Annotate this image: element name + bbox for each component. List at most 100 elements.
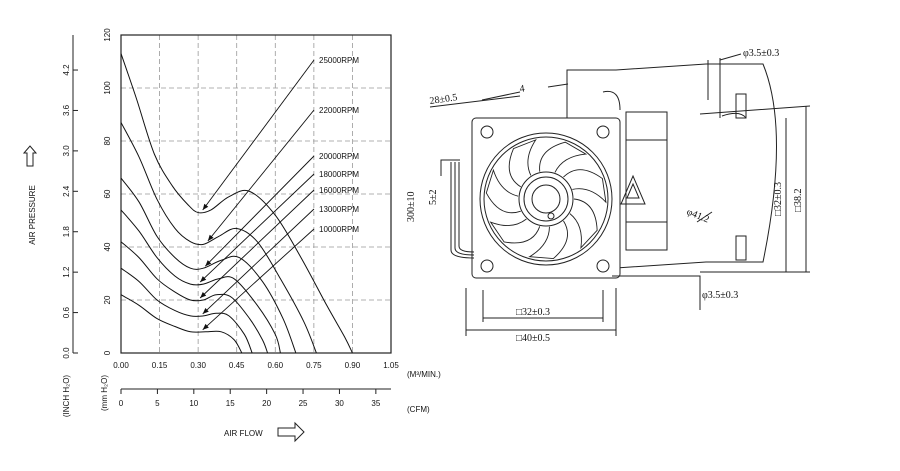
rpm-curves xyxy=(120,53,353,354)
lead-wire-1 xyxy=(450,162,475,259)
mount-hole-tr xyxy=(596,125,610,139)
fan-blade xyxy=(528,220,568,260)
leader-line xyxy=(204,155,315,267)
x-tick-label: 0.30 xyxy=(190,361,206,370)
fan-blade xyxy=(485,168,521,214)
y2-tick-label: 4.2 xyxy=(62,64,71,76)
lead-wire-3 xyxy=(458,162,475,253)
hub-center xyxy=(531,184,561,214)
leader-diameter xyxy=(696,211,713,223)
hub-dot xyxy=(547,212,555,220)
x2-tick-label: 25 xyxy=(299,399,308,408)
x-tick-label: 0.90 xyxy=(345,361,361,370)
dim-text-8: φ3.5±0.3 xyxy=(702,290,738,301)
dim-bottom-extensions xyxy=(465,288,617,336)
y-tick-label: 120 xyxy=(103,28,112,42)
rpm-curve-13000RPM xyxy=(120,267,253,354)
rpm-curve-18000RPM xyxy=(120,209,281,354)
leader-line xyxy=(207,109,315,242)
x2-tick-label: 15 xyxy=(226,399,235,408)
y-tick-label: 20 xyxy=(103,295,112,304)
leader-hole-top xyxy=(719,53,742,61)
dim-depth-line xyxy=(481,83,569,101)
dim-text-2: 4 xyxy=(519,83,525,95)
arrow-head-icon xyxy=(205,260,212,267)
dim-vertical-lines xyxy=(785,106,807,272)
x-axis-arrow-icon xyxy=(277,421,305,443)
hub-ring xyxy=(523,176,569,222)
dim-text-9: □32±0.3 xyxy=(516,307,550,318)
y2-tick-label: 0.0 xyxy=(62,347,71,359)
mount-hole-br xyxy=(596,259,610,273)
y-tick-label: 60 xyxy=(103,189,112,198)
fan-blade xyxy=(539,141,588,173)
y-axis-label: AIR PRESSURE xyxy=(28,185,37,245)
y2-tick-label: 3.6 xyxy=(62,104,71,116)
leader-line xyxy=(202,228,315,331)
rpm-curve-25000RPM xyxy=(120,53,353,354)
x-axis-label: AIR FLOW xyxy=(224,429,263,438)
x2-tick-label: 10 xyxy=(189,399,198,408)
logo-triangle-icon xyxy=(620,174,646,205)
y-tick-label: 40 xyxy=(103,242,112,251)
wire-dim-line xyxy=(440,159,460,176)
x2-tick-label: 20 xyxy=(262,399,271,408)
y-tick-label: 80 xyxy=(103,136,112,145)
dim-bottom-lines xyxy=(466,317,616,331)
dim-hole-top xyxy=(707,58,721,118)
dim-text-10: □40±0.5 xyxy=(516,333,550,344)
dim-depth-leader xyxy=(429,95,521,108)
fan-blade xyxy=(508,138,537,188)
series-label-13000RPM: 13000RPM xyxy=(319,205,359,214)
rpm-curve-22000RPM xyxy=(120,122,317,354)
dim-text-5: □32±0.3 xyxy=(773,182,784,216)
x-tick-label: 0.45 xyxy=(229,361,245,370)
dim-text-0: φ3.5±0.3 xyxy=(743,48,779,59)
fan-opening-inner xyxy=(483,136,609,262)
fan-blade xyxy=(563,169,607,204)
x-secondary-unit: (CFM) xyxy=(407,405,430,414)
rear-hole-bottom xyxy=(735,235,747,261)
series-label-22000RPM: 22000RPM xyxy=(319,106,359,115)
y2-tick-label: 2.4 xyxy=(62,185,71,197)
x-tick-label: 0.75 xyxy=(306,361,322,370)
fan-blades xyxy=(485,138,607,260)
x2-tick-label: 0 xyxy=(119,399,124,408)
series-label-10000RPM: 10000RPM xyxy=(319,225,359,234)
x2-tick-label: 30 xyxy=(335,399,344,408)
x-tick-label: 1.05 xyxy=(383,361,399,370)
dim-extension-lines xyxy=(699,105,811,273)
x2-tick-label: 35 xyxy=(371,399,380,408)
x2-tick-label: 5 xyxy=(155,399,160,408)
arrow-head-icon xyxy=(200,276,207,283)
plot-frame xyxy=(120,34,392,354)
leader-line xyxy=(199,189,315,299)
arrow-head-icon xyxy=(202,323,209,330)
x-primary-unit: (M³/MIN.) xyxy=(407,370,441,379)
side-edges xyxy=(625,112,668,250)
y-tick-label: 0 xyxy=(103,350,112,355)
series-label-18000RPM: 18000RPM xyxy=(319,170,359,179)
dim-text-6: □38.2 xyxy=(793,188,804,212)
y-axis-arrow-icon xyxy=(22,145,38,167)
rpm-curve-10000RPM xyxy=(120,294,243,354)
rpm-curve-16000RPM xyxy=(120,241,269,354)
series-label-16000RPM: 16000RPM xyxy=(319,186,359,195)
fan-dimension-drawing: φ3.5±0.3 28±0.5 4 300±10 5±2 □32±0.3 □38… xyxy=(406,48,811,344)
x-tick-label: 0.00 xyxy=(113,361,129,370)
dim-hole-bottom xyxy=(612,275,701,310)
arrow-head-icon xyxy=(207,234,214,242)
y-primary-unit: (mm H₂O) xyxy=(100,375,109,411)
housing-edge xyxy=(602,90,621,111)
fan-opening xyxy=(479,132,613,266)
y-secondary-unit: (INCH H₂O) xyxy=(62,375,71,418)
arrow-head-icon xyxy=(202,203,209,211)
fan-blade xyxy=(569,198,598,250)
y2-tick-label: 1.8 xyxy=(62,226,71,238)
fan-blade xyxy=(489,218,541,244)
y2-tick-label: 1.2 xyxy=(62,266,71,278)
fan-hub xyxy=(518,171,574,227)
x-tick-label: 0.60 xyxy=(267,361,283,370)
